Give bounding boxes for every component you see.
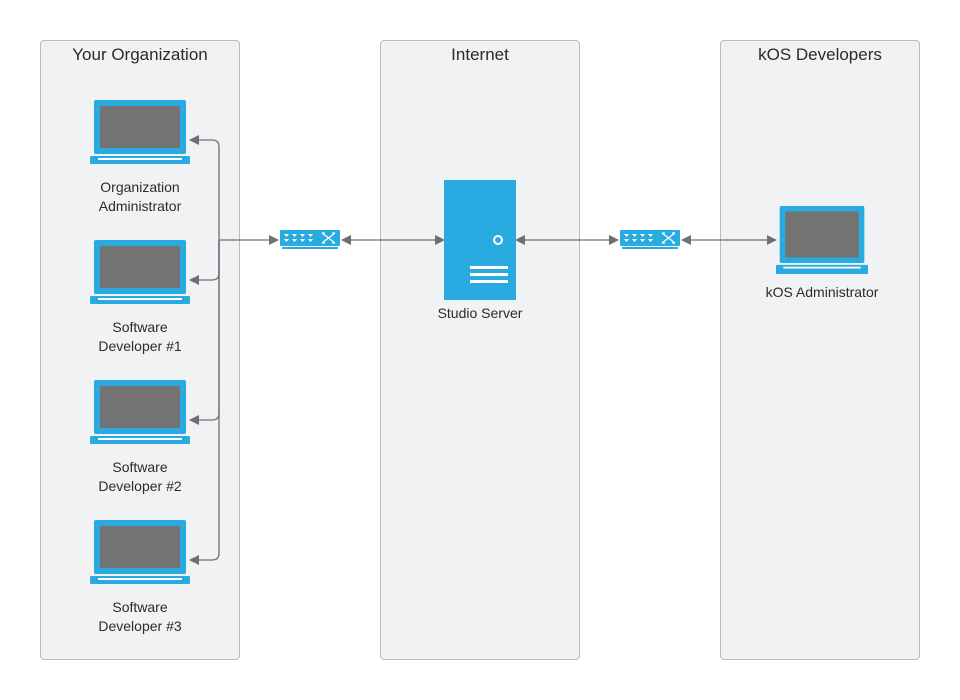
dev1-label: Software Developer #1 [90, 318, 190, 356]
dev1-label-line2: Developer #1 [98, 338, 182, 354]
connector-dev3 [189, 240, 220, 565]
dev2-label-line1: Software [112, 459, 168, 475]
dev3-label-line1: Software [112, 599, 168, 615]
laptop-icon [776, 205, 868, 275]
dev2-label-line2: Developer #2 [98, 478, 182, 494]
panel-kos-developers: kOS Developers [720, 40, 920, 660]
connector-dev1 [189, 240, 220, 285]
org-admin-label: Organization Administrator [90, 178, 190, 216]
server-icon [444, 180, 516, 300]
studio-server-label: Studio Server [437, 305, 523, 321]
network-switch-icon [620, 230, 680, 249]
connector-dev2 [189, 240, 220, 425]
dev3-label: Software Developer #3 [90, 598, 190, 636]
dev1-label-line1: Software [112, 319, 168, 335]
laptop-icon [90, 100, 190, 164]
dev3-label-line2: Developer #3 [98, 618, 182, 634]
dev2-label: Software Developer #2 [90, 458, 190, 496]
panel-internet: Internet [380, 40, 580, 660]
panel-title: Internet [451, 45, 509, 64]
panel-title: Your Organization [72, 45, 208, 64]
laptop-icon [90, 520, 190, 584]
connector-org-admin [189, 135, 220, 240]
laptop-icon [90, 240, 190, 304]
org-admin-label-line1: Organization [100, 179, 180, 195]
kos-admin-label: kOS Administrator [765, 284, 879, 300]
laptop-icon [90, 380, 190, 444]
panel-title: kOS Developers [758, 45, 882, 64]
network-switch-icon [280, 230, 340, 249]
org-admin-label-line2: Administrator [98, 198, 182, 214]
